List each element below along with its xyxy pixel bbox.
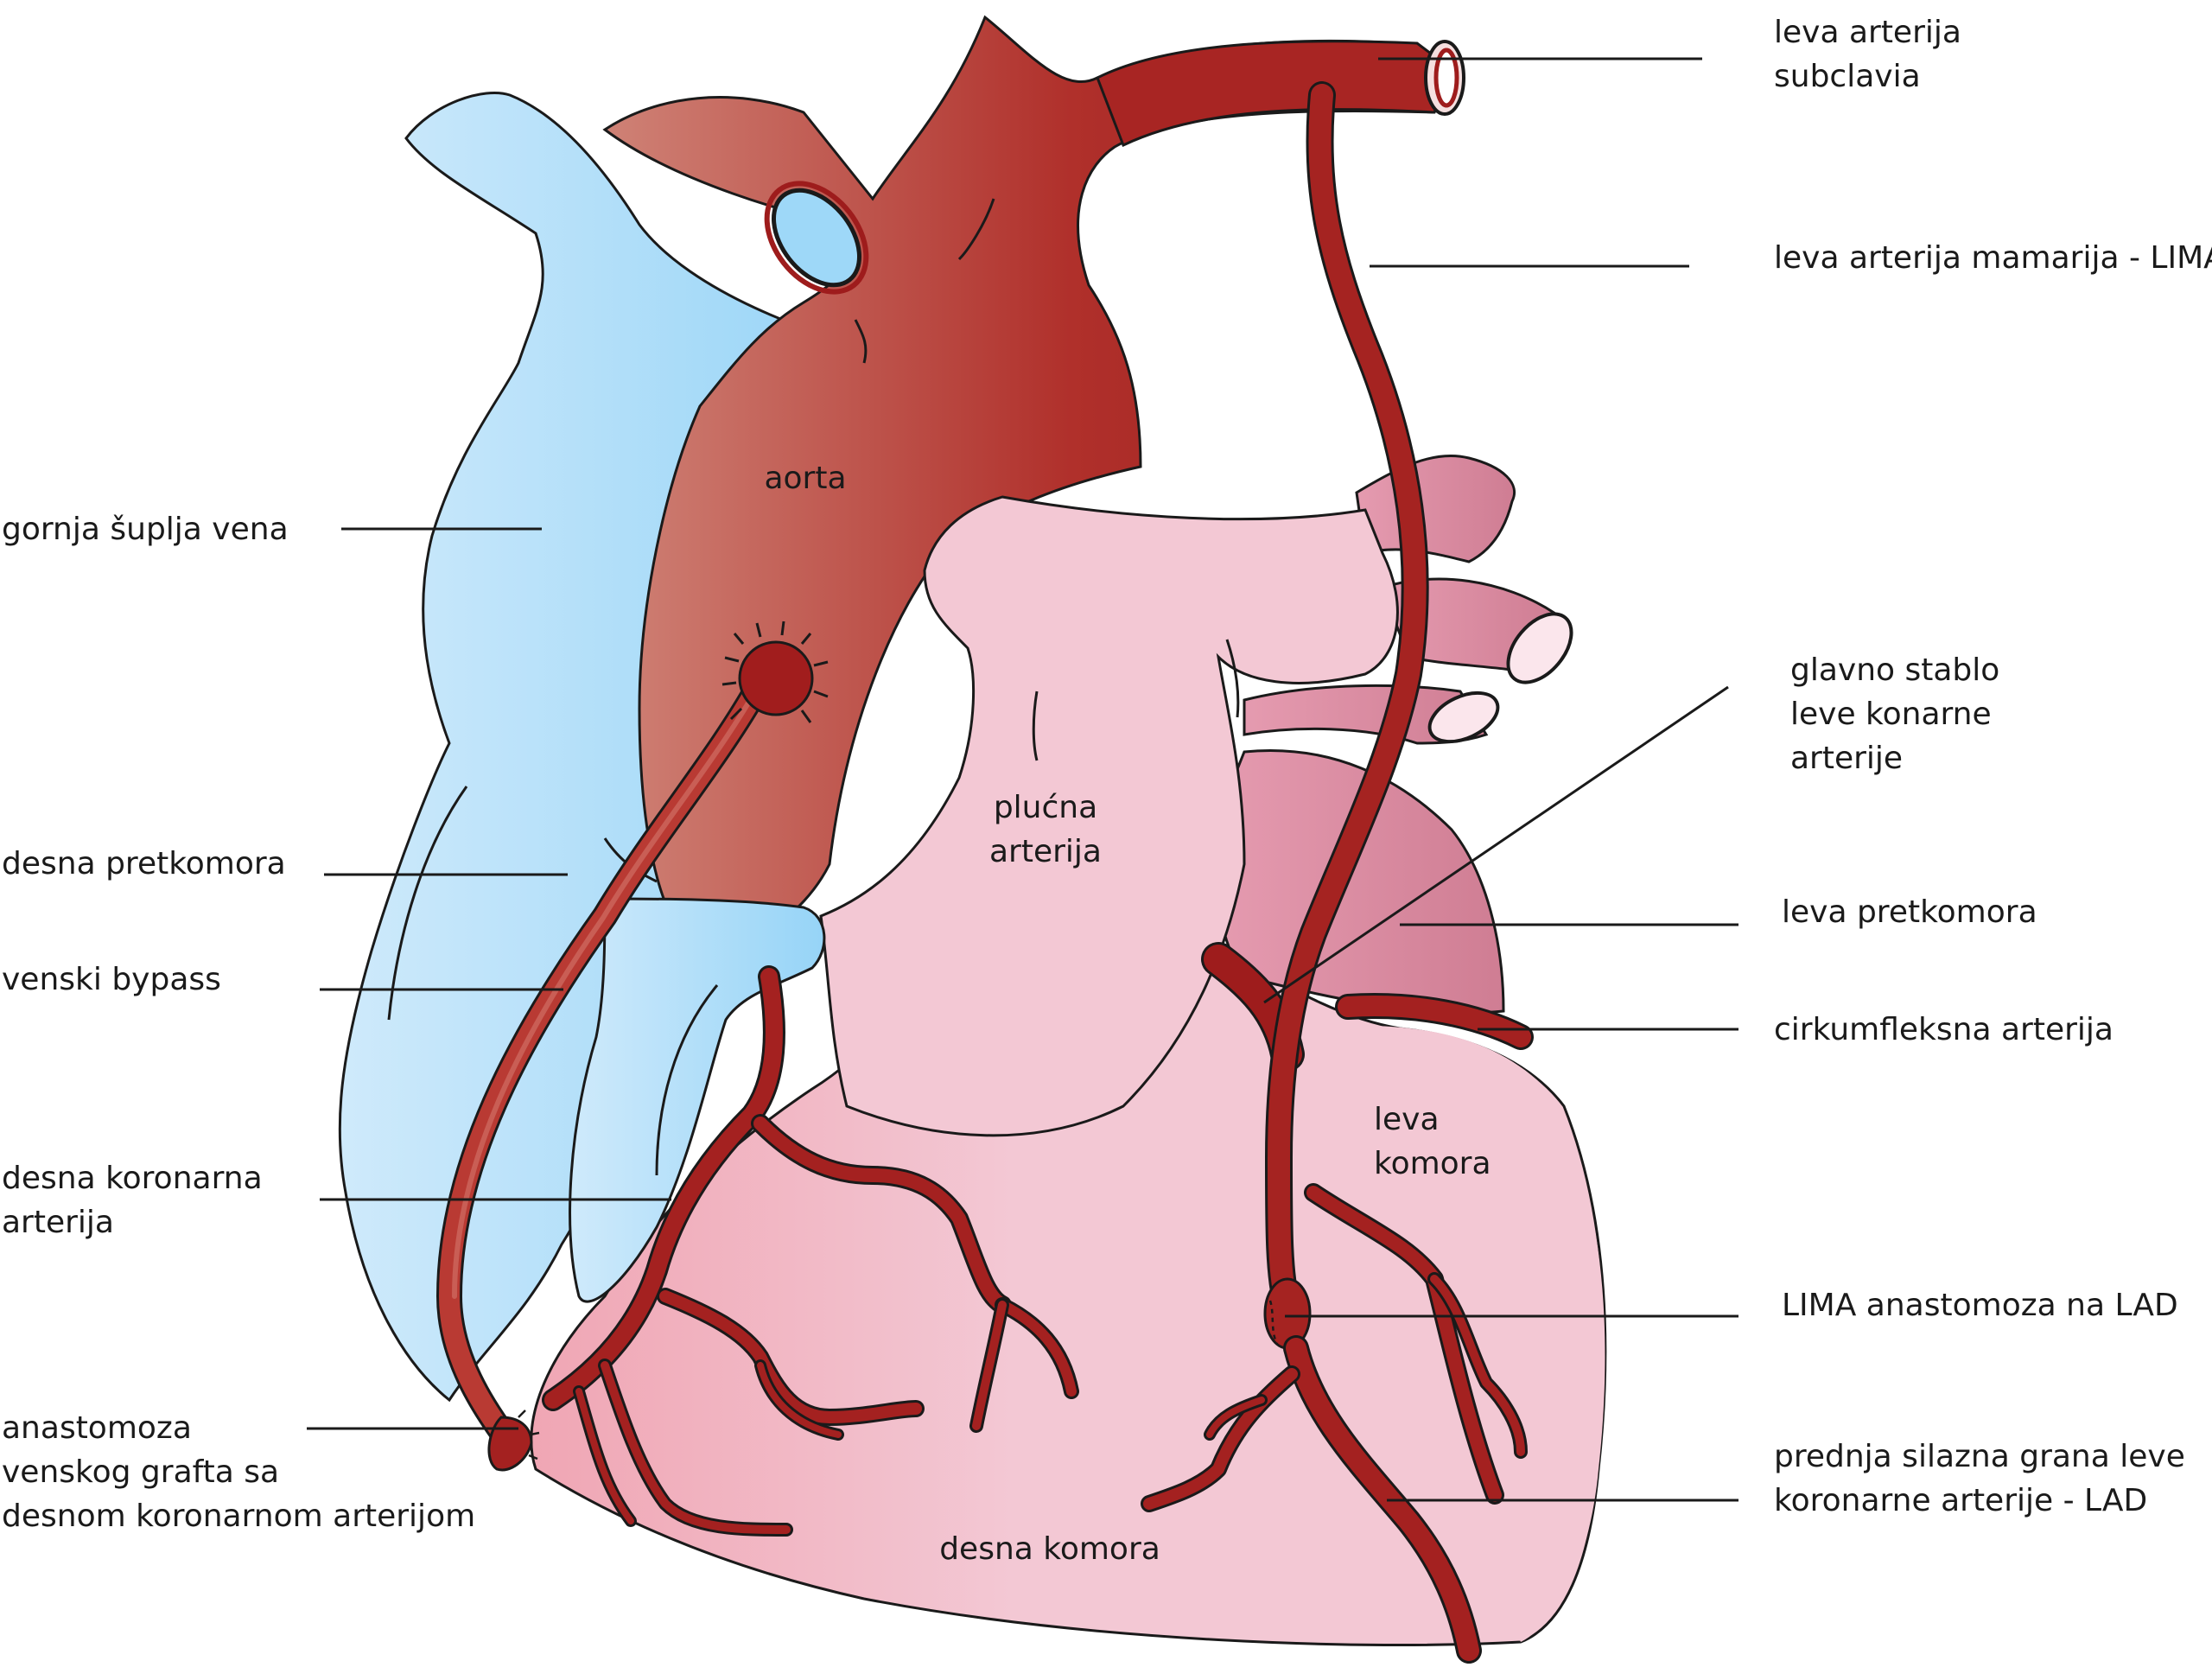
pulmonary-vein-opening-1 [1506,612,1573,684]
label-lima-lad-anastomosis: LIMA anastomoza na LAD [1782,1288,2178,1323]
label-right-atrium: desna pretkomora [2,846,286,881]
label-left-main: glavno stablo leve konarne arterije [1790,652,2000,776]
leader-lines [307,57,1738,1502]
brachiocephalic-opening [771,188,862,288]
pulmonary-trunk [819,495,1399,1137]
right-coronary-artery [542,965,1079,1537]
label-left-ventricle: leva komora [1374,1102,1491,1181]
contour-line [854,319,868,364]
left-subclavian-artery [1096,40,1453,148]
vein-bypass-highlight [452,689,758,1299]
contour-line [957,198,995,261]
label-aorta: aorta [764,461,847,496]
pulmonary-vein-opening-2 [1427,690,1500,744]
label-left-subclavian: leva arterija subclavia [1774,15,1961,94]
label-pulmonary-artery: plućna arterija [989,790,1102,869]
label-lad: prednja silazna grana leve koronarne art… [1774,1439,2185,1518]
contour-line [1032,690,1039,761]
label-superior-vena-cava: gornja šuplja vena [2,512,289,547]
lima-lad-anastomosis-sutures [1268,1300,1279,1345]
label-rca: desna koronarna arterija [2,1161,263,1240]
label-vein-graft-anastomosis: anastomoza venskog grafta sa desnom koro… [2,1410,476,1534]
aortic-anastomosis-sutures [721,620,829,723]
label-circumflex: cirkumfleksna arterija [1774,1012,2113,1047]
label-right-ventricle: desna komora [939,1531,1160,1567]
lad-artery [1141,1183,1528,1664]
label-left-atrium: leva pretkomora [1782,894,2037,930]
subclavian-opening-inner [1433,48,1459,108]
contour-line [1225,639,1240,718]
vein-graft-anastomosis-sutures [518,1410,540,1460]
aortic-anastomosis [738,640,814,716]
contour-line [387,786,468,1021]
brachiocephalic-opening-rim [764,181,869,295]
lima-graft [1264,81,1429,1319]
contour-line [655,984,719,1176]
label-lima: leva arterija mamarija - LIMA [1774,240,2212,276]
vein-graft-anastomosis [487,1416,533,1472]
aorta [602,15,1453,947]
label-vein-bypass: venski bypass [2,962,221,997]
